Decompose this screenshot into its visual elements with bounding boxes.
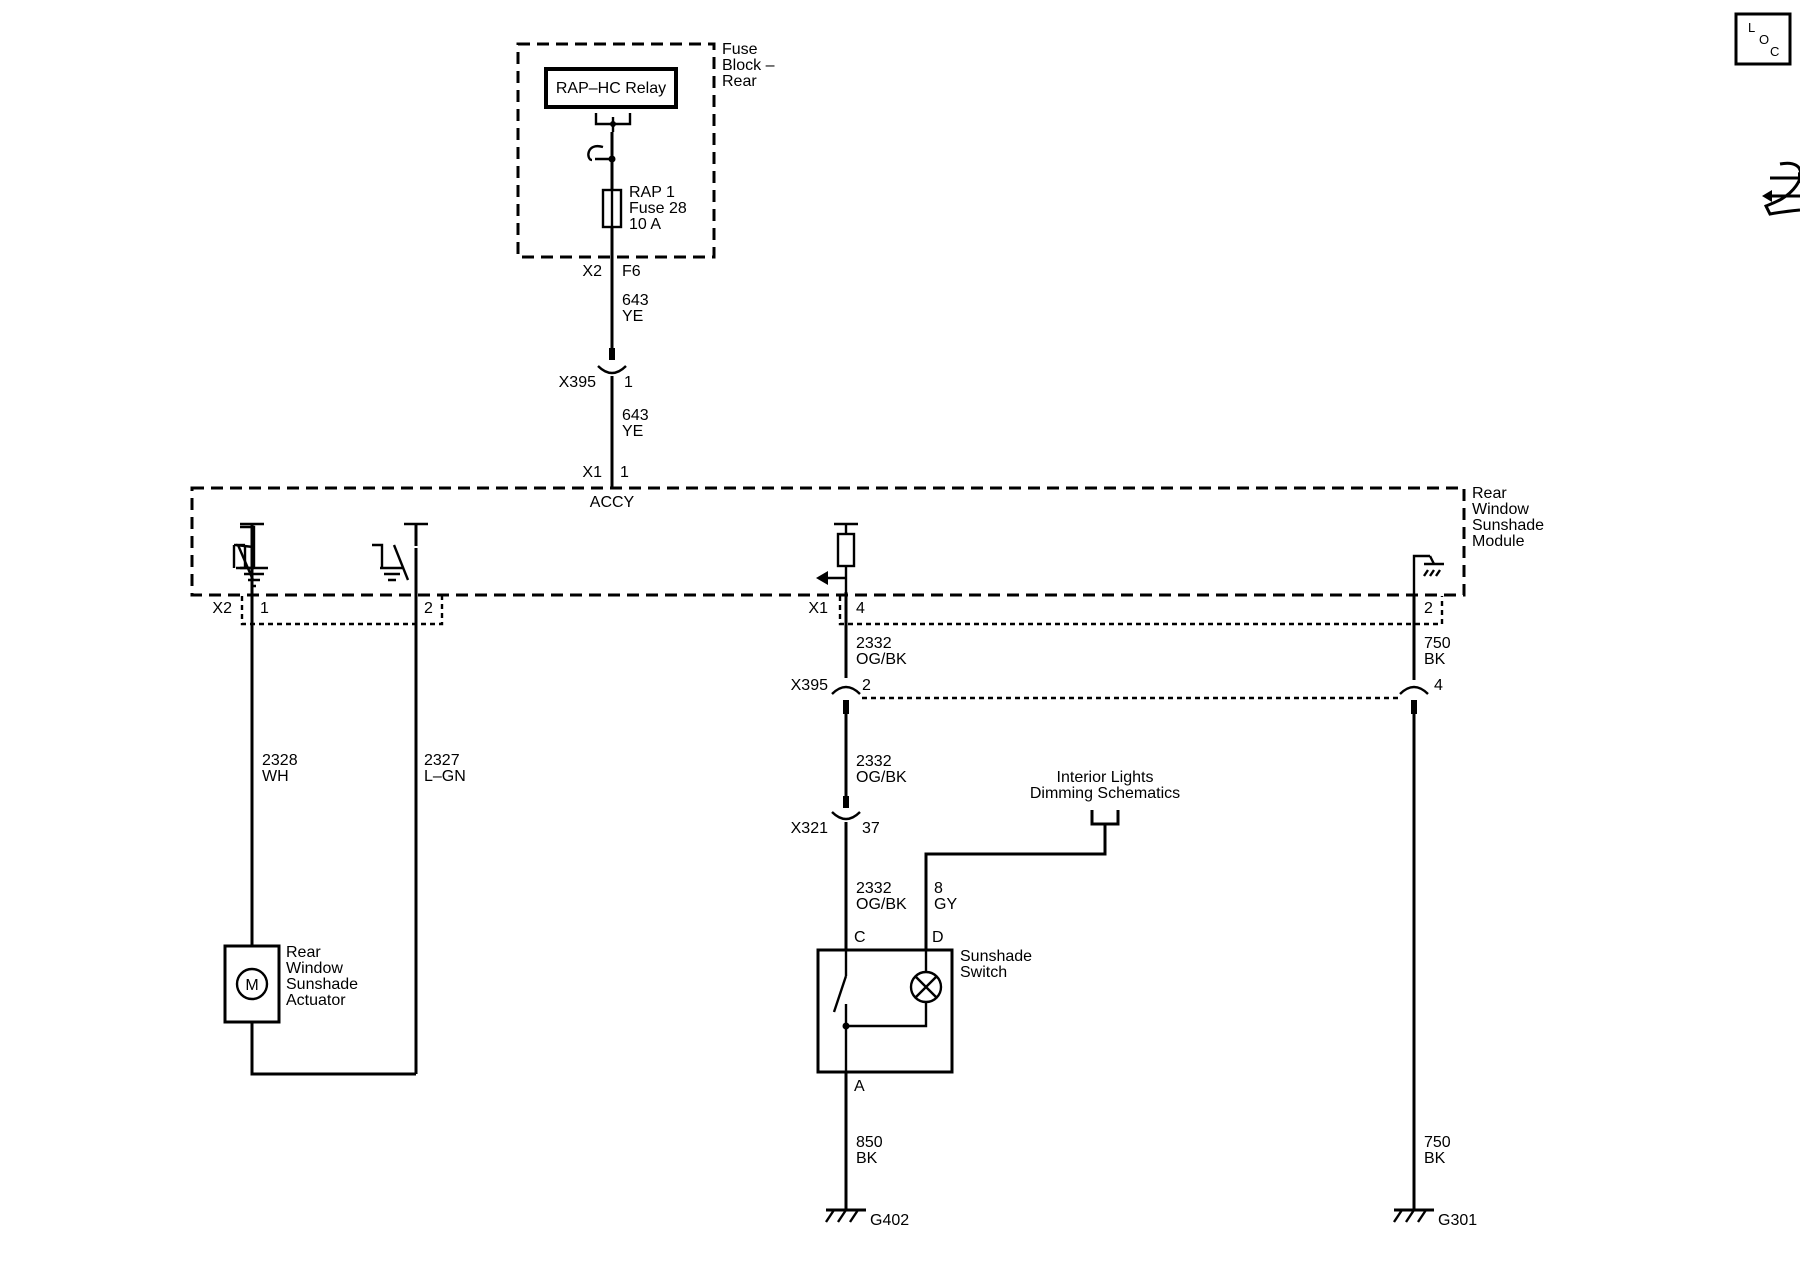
- actuator-return-wire: [250, 1022, 416, 1076]
- inline-connector-x395-top: [597, 365, 627, 375]
- interior-lights-ref-1: Interior Lights: [1057, 769, 1154, 786]
- wire-2332-b-color: OG/BK: [856, 769, 907, 786]
- wire-643-bottom-number: 643: [622, 407, 649, 424]
- wire-750-b-color: BK: [1424, 1150, 1446, 1167]
- module-input-label: ACCY: [590, 494, 635, 511]
- sunshade-switch: C D Sunshade Switch A: [816, 929, 1032, 1095]
- module-left-pin-2: 2: [424, 600, 433, 617]
- sunshade-module: Rear Window Sunshade Module X1 1 ACCY: [190, 464, 1544, 597]
- module-title-2: Window: [1472, 501, 1529, 518]
- loc-icon-l: L: [1748, 20, 1755, 35]
- module-output-driver: [816, 522, 858, 592]
- ground-g301: G301: [1393, 1208, 1477, 1229]
- x395-top-pin: 1: [624, 374, 633, 391]
- ground-g301-label: G301: [1438, 1212, 1477, 1229]
- rap-hc-relay-box: [544, 67, 678, 109]
- module-connector-x2: [240, 596, 444, 626]
- wire-2327-color: L–GN: [424, 768, 466, 785]
- interior-lights-ref-2: Dimming Schematics: [1030, 785, 1180, 802]
- fuse-label-2: Fuse 28: [629, 200, 687, 217]
- module-title-4: Module: [1472, 533, 1525, 550]
- wire-850-number: 850: [856, 1134, 883, 1151]
- sunshade-switch-box: [816, 948, 954, 1074]
- motor-symbol-label: M: [245, 977, 258, 994]
- switch-pin-c: C: [854, 929, 866, 946]
- actuator-label-2: Window: [286, 960, 343, 977]
- module-switch-2: [372, 522, 428, 582]
- ground-g402: G402: [825, 1208, 909, 1229]
- switch-contact: [832, 950, 848, 1013]
- fuse-label-3: 10 A: [629, 216, 661, 233]
- x321-pin: 37: [862, 820, 880, 837]
- wire-2332-c-color: OG/BK: [856, 896, 907, 913]
- wire-8-color: GY: [934, 896, 957, 913]
- loc-icon[interactable]: L O C: [1734, 12, 1792, 66]
- fuse-label-1: RAP 1: [629, 184, 675, 201]
- wire-643-top-color: YE: [622, 308, 643, 325]
- x395-mid-pin-right: 4: [1434, 677, 1443, 694]
- module-input-pin: 1: [620, 464, 629, 481]
- ground-g402-label: G402: [870, 1212, 909, 1229]
- wire-750-a-number: 750: [1424, 635, 1451, 652]
- module-left-connector: X2: [212, 600, 232, 617]
- rear-window-sunshade-actuator: M Rear Window Sunshade Actuator: [223, 944, 358, 1024]
- wire-2332-c-number: 2332: [856, 880, 892, 897]
- inline-connector-x395-mid-left: [831, 685, 861, 695]
- module-switch-1: [232, 522, 268, 588]
- wire-2327-number: 2327: [424, 752, 460, 769]
- module-ground: [1412, 554, 1444, 595]
- sunshade-module-outline: [190, 486, 1466, 597]
- actuator-label-1: Rear: [286, 944, 321, 961]
- module-left-pin-1: 1: [260, 600, 269, 617]
- fuse-block-title-2: Block –: [722, 57, 775, 74]
- wire-8-number: 8: [934, 880, 943, 897]
- wire-850-color: BK: [856, 1150, 878, 1167]
- motor-symbol: [235, 967, 269, 1001]
- module-right-connector: X1: [808, 600, 828, 617]
- switch-pin-a: A: [854, 1078, 865, 1095]
- rap-hc-relay-label: RAP–HC Relay: [556, 80, 666, 97]
- switch-label-1: Sunshade: [960, 948, 1032, 965]
- module-title-1: Rear: [1472, 485, 1507, 502]
- switch-label-2: Switch: [960, 964, 1007, 981]
- switch-pin-d: D: [932, 929, 944, 946]
- loc-icon-o: O: [1759, 32, 1769, 47]
- inline-connector-x321: [831, 811, 861, 821]
- actuator-label-3: Sunshade: [286, 976, 358, 993]
- wire-2328-number: 2328: [262, 752, 298, 769]
- fuse-block-outline: [516, 42, 716, 259]
- interior-lights-ref-symbol: [1090, 810, 1120, 826]
- wire-643-top-number: 643: [622, 292, 649, 309]
- x395-top-connector: X395: [559, 374, 596, 391]
- fuse-block-pin: F6: [622, 263, 641, 280]
- module-input-connector: X1: [582, 464, 602, 481]
- fuse-block-title-3: Rear: [722, 73, 757, 90]
- module-right-pin-2: 2: [1424, 600, 1433, 617]
- fuse-block-title-1: Fuse: [722, 41, 758, 58]
- connector-end-view-icon[interactable]: [1762, 161, 1800, 216]
- wire-643-bottom-color: YE: [622, 423, 643, 440]
- relay-switch-arm: [587, 144, 604, 162]
- wire-2332-a-number: 2332: [856, 635, 892, 652]
- wire-750-a-color: BK: [1424, 651, 1446, 668]
- x395-mid-pin-left: 2: [862, 677, 871, 694]
- x395-mid-connector: X395: [791, 677, 828, 694]
- loc-icon-c: C: [1770, 44, 1779, 59]
- module-right-pin-4: 4: [856, 600, 865, 617]
- wire-750-b-number: 750: [1424, 1134, 1451, 1151]
- wire-2332-b-number: 2332: [856, 753, 892, 770]
- wire-2332-a-color: OG/BK: [856, 651, 907, 668]
- x321-connector: X321: [791, 820, 828, 837]
- module-connector-x1: [838, 596, 1444, 626]
- fuse-block-connector: X2: [582, 263, 602, 280]
- fuse-block-rear: Fuse Block – Rear RAP–HC Relay RAP 1 Fus…: [516, 41, 775, 292]
- wire-2328-color: WH: [262, 768, 289, 785]
- wire-8: [924, 824, 1107, 950]
- inline-connector-x395-mid-right: [1399, 685, 1429, 695]
- actuator-label-4: Actuator: [286, 992, 346, 1009]
- module-title-3: Sunshade: [1472, 517, 1544, 534]
